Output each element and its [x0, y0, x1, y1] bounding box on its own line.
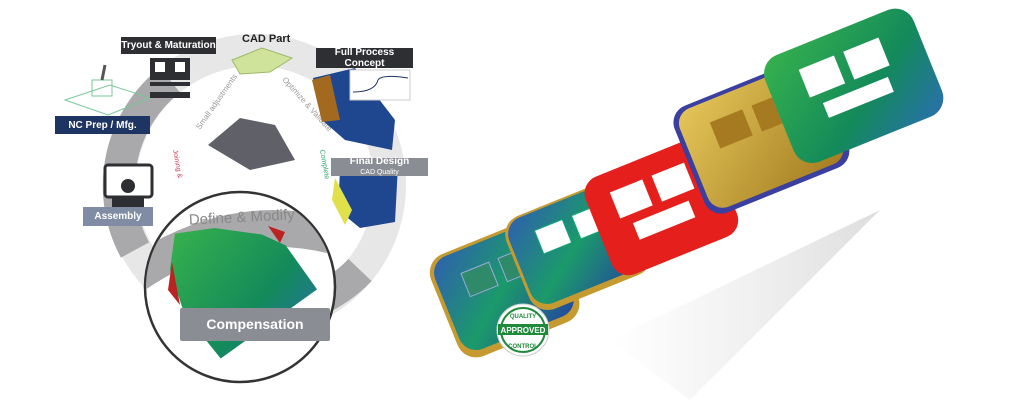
- stamp-top-text: QUALITY: [510, 314, 536, 320]
- stamp-bottom-text: CONTROL: [508, 344, 538, 350]
- arc-label-complete: Complete: [318, 149, 330, 180]
- define-modify-label: Define & Modify: [188, 206, 295, 229]
- arc-label-small-adjustments: Small adjustments: [194, 72, 239, 131]
- full-process-image: [313, 68, 395, 150]
- assembly-icon: [103, 163, 154, 210]
- final-design-label: Final Design CAD Quality: [331, 156, 428, 176]
- nc-prep-label: NC Prep / Mfg.: [55, 116, 150, 134]
- final-design-text: Final Design: [349, 156, 410, 167]
- stamp-middle-text: APPROVED: [501, 326, 546, 335]
- compensation-label: Compensation: [180, 308, 330, 341]
- hood-green: [764, 8, 944, 164]
- final-design-image: [338, 165, 398, 228]
- center-part-image: [208, 118, 295, 170]
- hood-stack: [429, 8, 944, 400]
- press-icon: [150, 58, 190, 98]
- full-process-text: Full Process Concept: [334, 47, 395, 69]
- assembly-label: Assembly: [83, 207, 153, 226]
- final-design-subtext: CAD Quality: [360, 169, 399, 176]
- cad-part-title: CAD Part: [242, 33, 291, 45]
- shadow: [610, 210, 880, 400]
- cad-part-image: [231, 47, 294, 75]
- tryout-maturation-label: Tryout & Maturation: [121, 37, 216, 54]
- quality-approved-stamp: QUALITY APPROVED CONTROL: [496, 303, 550, 357]
- arc-label-joining: Joining &: [171, 149, 183, 179]
- full-process-concept-label: Full Process Concept: [316, 47, 413, 69]
